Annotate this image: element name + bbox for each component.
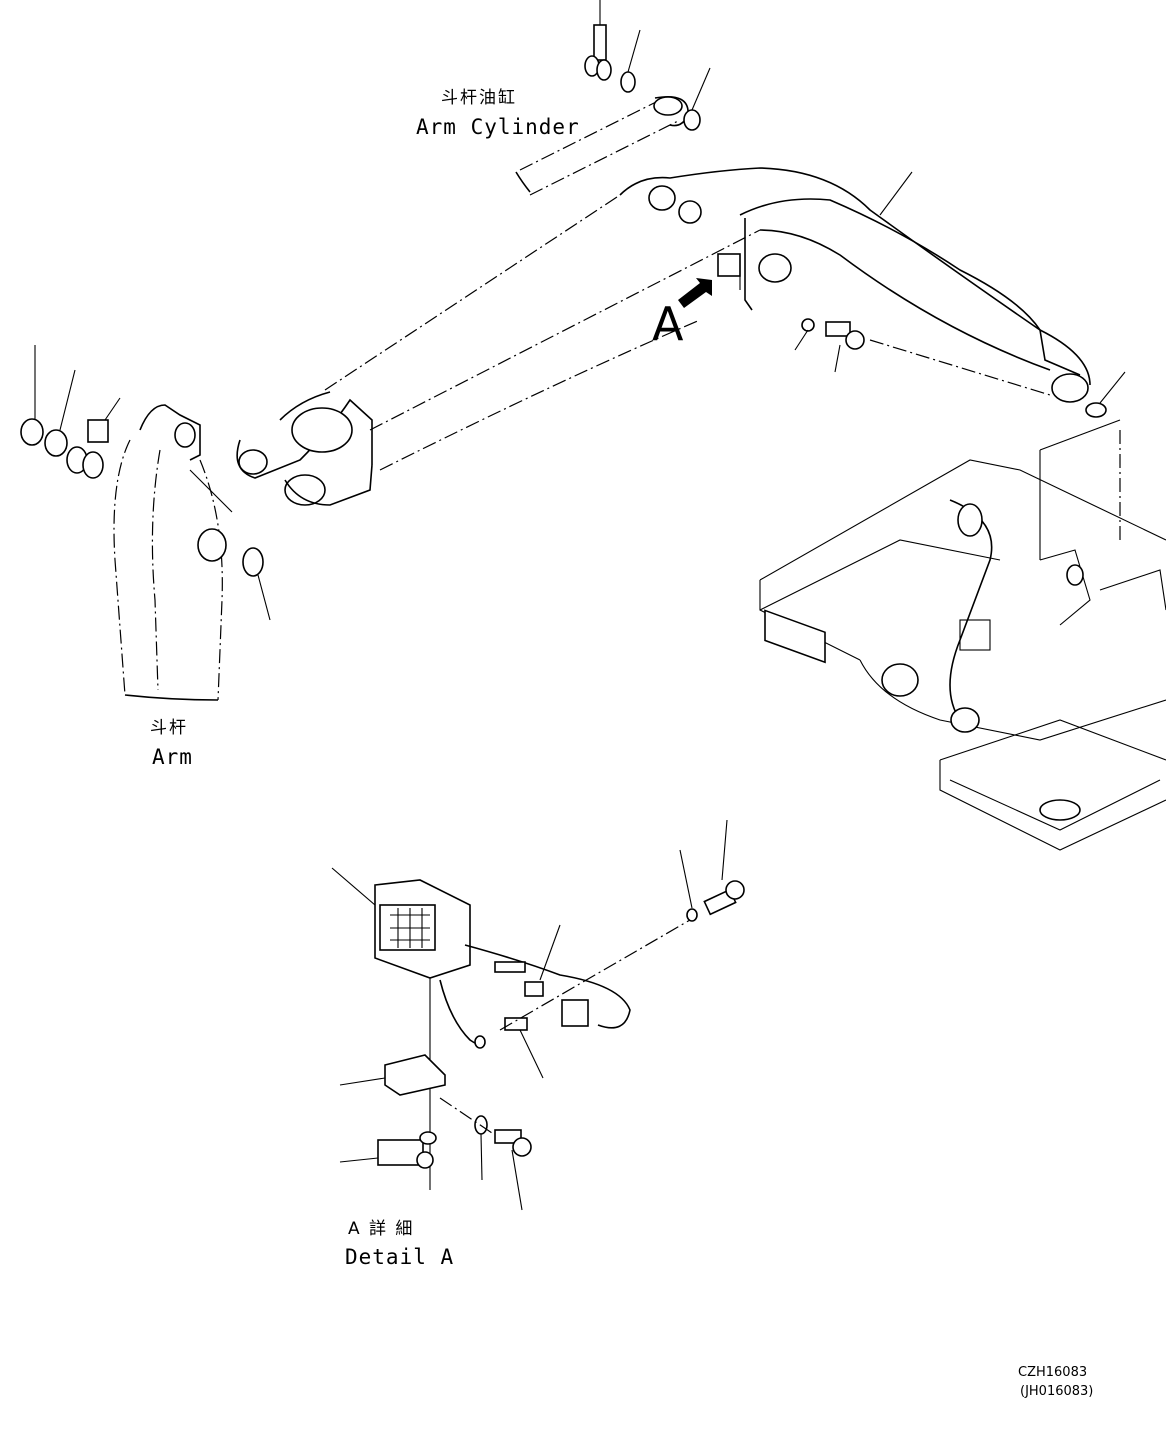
- boom: [236, 167, 1121, 540]
- revolving-frame: [759, 450, 1166, 851]
- arm-label-cn: 斗杆: [150, 718, 188, 738]
- view-a-letter: A: [652, 297, 684, 351]
- arm-pin-parts: [20, 345, 121, 479]
- arm-cylinder: [515, 96, 689, 196]
- detail-a-lamp-assembly: [331, 819, 745, 1211]
- arm-label-en: Arm: [152, 745, 193, 769]
- detail-a-label-en: Detail A: [345, 1245, 455, 1269]
- detail-a-label-cn: A 詳 細: [348, 1219, 415, 1239]
- drawing-number: CZH16083: [1018, 1365, 1088, 1380]
- leader-lines: [739, 255, 1121, 451]
- arm-cylinder-label-en: Arm Cylinder: [416, 115, 580, 139]
- boom-harness: [739, 171, 1081, 376]
- drawing-number-alt: (JH016083): [1020, 1384, 1094, 1399]
- top-pin-parts: [584, 0, 711, 131]
- arm: [113, 404, 271, 701]
- arm-cylinder-label-cn: 斗杆油缸: [441, 88, 517, 108]
- view-a-arrow: [678, 253, 1126, 418]
